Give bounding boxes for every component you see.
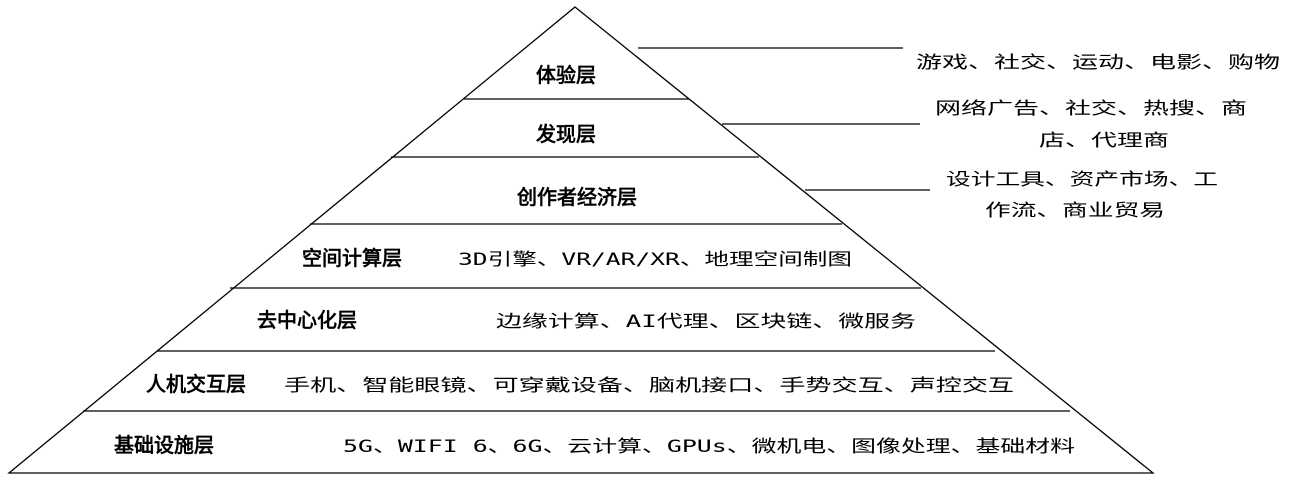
layer-name-creator-economy: 创作者经济层 — [516, 185, 637, 209]
layer-desc-infrastructure: 5G、WIFI 6、6G、云计算、GPUs、微机电、图像处理、基础材料 — [343, 437, 1075, 457]
annotation-creator-economy-line-1: 设计工具、资产市场、工 — [946, 170, 1218, 190]
layer-names: 体验层 发现层 创作者经济层 空间计算层 去中心化层 人机交互层 基础设施层 — [114, 63, 637, 457]
side-annotations: 游戏、社交、运动、电影、购物 网络广告、社交、热搜、商 店、代理商 设计工具、资… — [916, 53, 1280, 221]
annotation-creator-economy-line-2: 作流、商业贸易 — [985, 201, 1165, 221]
annotation-discovery-line-1: 网络广告、社交、热搜、商 — [935, 99, 1247, 119]
annotation-leaders — [638, 47, 930, 191]
layer-desc-decentralization: 边缘计算、AI代理、区块链、微服务 — [496, 312, 916, 332]
layer-name-infrastructure: 基础设施层 — [114, 433, 214, 457]
pyramid-outline — [7, 6, 1155, 474]
layer-descriptions: 3D引擎、VR/AR/XR、地理空间制图 边缘计算、AI代理、区块链、微服务 手… — [284, 250, 1075, 457]
annotation-discovery-line-2: 店、代理商 — [1039, 131, 1169, 151]
layer-name-discovery: 发现层 — [535, 122, 596, 146]
layer-name-human-interface: 人机交互层 — [146, 372, 246, 396]
layer-name-decentralization: 去中心化层 — [257, 308, 357, 332]
layer-name-experience: 体验层 — [536, 63, 596, 87]
annotation-experience-line-1: 游戏、社交、运动、电影、购物 — [916, 53, 1280, 73]
layer-desc-spatial-computing: 3D引擎、VR/AR/XR、地理空间制图 — [458, 250, 852, 270]
layer-desc-human-interface: 手机、智能眼镜、可穿戴设备、脑机接口、手势交互、声控交互 — [284, 376, 1014, 396]
layer-dividers — [83, 98, 1070, 412]
layer-name-spatial-computing: 空间计算层 — [302, 246, 402, 270]
